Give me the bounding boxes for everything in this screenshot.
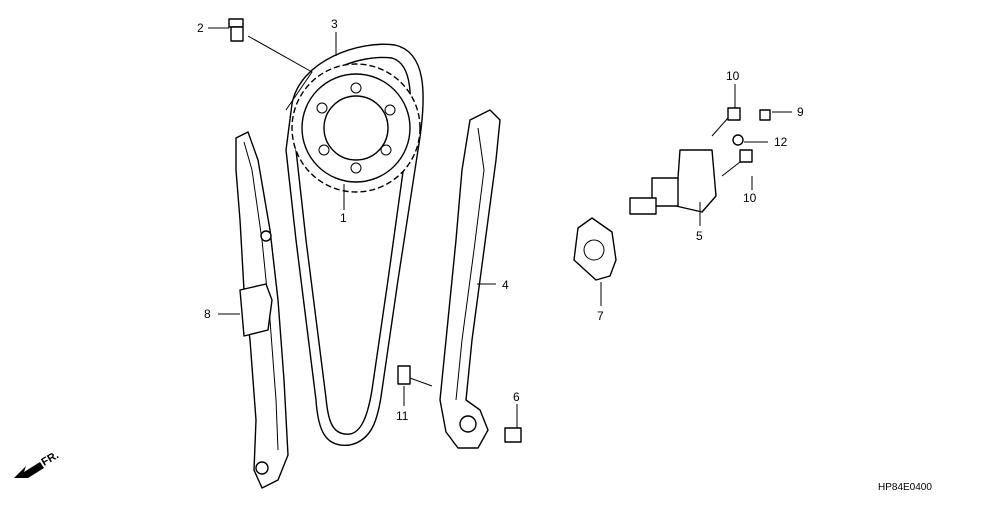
callout-2: 2 [197, 21, 204, 35]
part-cam-sprocket[interactable] [291, 63, 421, 193]
part-bolt-11[interactable] [397, 365, 433, 387]
callout-1: 1 [340, 211, 347, 225]
callout-9: 9 [797, 105, 804, 119]
part-bolt-2[interactable] [228, 18, 244, 42]
front-label: FR. [40, 449, 61, 468]
leader-lines [208, 27, 792, 428]
callout-10-lower: 10 [743, 191, 757, 205]
part-gasket[interactable] [573, 217, 617, 281]
callout-7: 7 [597, 309, 604, 323]
part-nut-6[interactable] [504, 427, 522, 443]
callout-3: 3 [331, 17, 338, 31]
part-bolt-9[interactable] [759, 109, 771, 121]
arrow-icon [14, 462, 44, 478]
callout-4: 4 [502, 278, 509, 292]
callout-8: 8 [204, 307, 211, 321]
callout-10-upper: 10 [726, 69, 740, 83]
part-washer-12[interactable] [732, 134, 744, 146]
callout-11: 11 [396, 409, 409, 423]
drawing-code: HP84E0400 [878, 482, 932, 493]
part-chain-tensioner-slider[interactable] [235, 131, 289, 489]
callout-5: 5 [696, 229, 703, 243]
part-chain-guide[interactable] [439, 109, 501, 449]
front-direction-arrow: FR. [14, 449, 61, 478]
part-tensioner-lifter[interactable] [629, 149, 717, 215]
part-bolt-10-upper[interactable] [711, 107, 741, 137]
callout-12: 12 [774, 135, 788, 149]
part-bolt-10-lower[interactable] [721, 149, 753, 177]
callout-6: 6 [513, 390, 520, 404]
